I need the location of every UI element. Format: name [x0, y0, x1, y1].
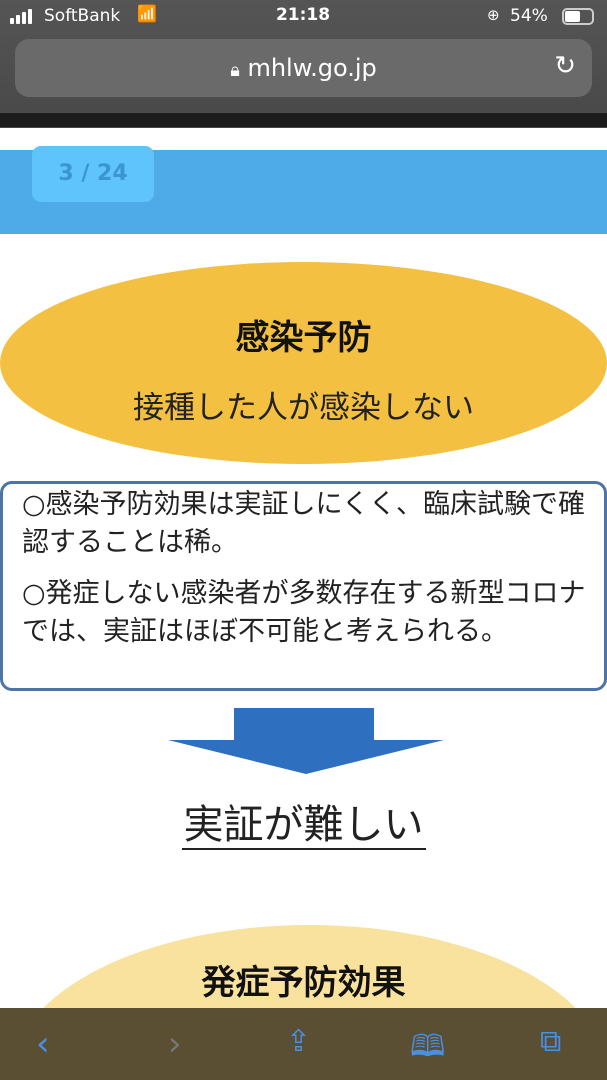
carrier: SoftBank	[44, 6, 121, 26]
browser-toolbar: ‹ › ⇪ 🕮 ⧉	[0, 1008, 607, 1080]
slide-heading: 感染予防	[235, 318, 372, 358]
lock-icon: 🔒︎	[230, 60, 240, 81]
address-bar[interactable]: 🔒︎ mhlw.go.jp ↻	[15, 39, 592, 97]
tabs-icon[interactable]: ⧉	[540, 1024, 562, 1059]
battery-percent: 54%	[510, 6, 548, 26]
status-bar: SoftBank 📶 21:18 ⊕ 54%	[0, 0, 607, 34]
signal-icon	[10, 9, 32, 24]
slide-subheading: 接種した人が感染しない	[133, 390, 474, 426]
next-heading: 発症予防効果	[201, 963, 406, 1003]
battery-icon	[562, 8, 594, 25]
back-icon[interactable]: ‹	[36, 1024, 50, 1064]
clock: 21:18	[275, 5, 331, 25]
wifi-icon: 📶	[137, 4, 157, 23]
share-icon[interactable]: ⇪	[286, 1024, 312, 1059]
down-arrow-icon	[168, 708, 444, 774]
conclusion: 実証が難しい	[181, 802, 426, 850]
point-2: ○発症しない感染者が多数存在する新型コロナでは、実証はほぼ不可能と考えられる。	[22, 578, 586, 647]
browser-chrome: SoftBank 📶 21:18 ⊕ 54% 🔒︎ mhlw.go.jp ↻	[0, 0, 607, 128]
page-indicator: 3 / 24	[32, 146, 154, 202]
url-text: mhlw.go.jp	[247, 54, 377, 82]
orientation-lock-icon: ⊕	[487, 6, 500, 24]
point-1: ○感染予防効果は実証しにくく、臨床試験で確認することは稀。	[22, 489, 586, 558]
reload-icon[interactable]: ↻	[554, 51, 576, 81]
heading-ellipse	[0, 262, 607, 464]
points-box	[0, 481, 607, 691]
bookmarks-icon[interactable]: 🕮	[410, 1029, 446, 1064]
forward-icon[interactable]: ›	[168, 1024, 182, 1064]
